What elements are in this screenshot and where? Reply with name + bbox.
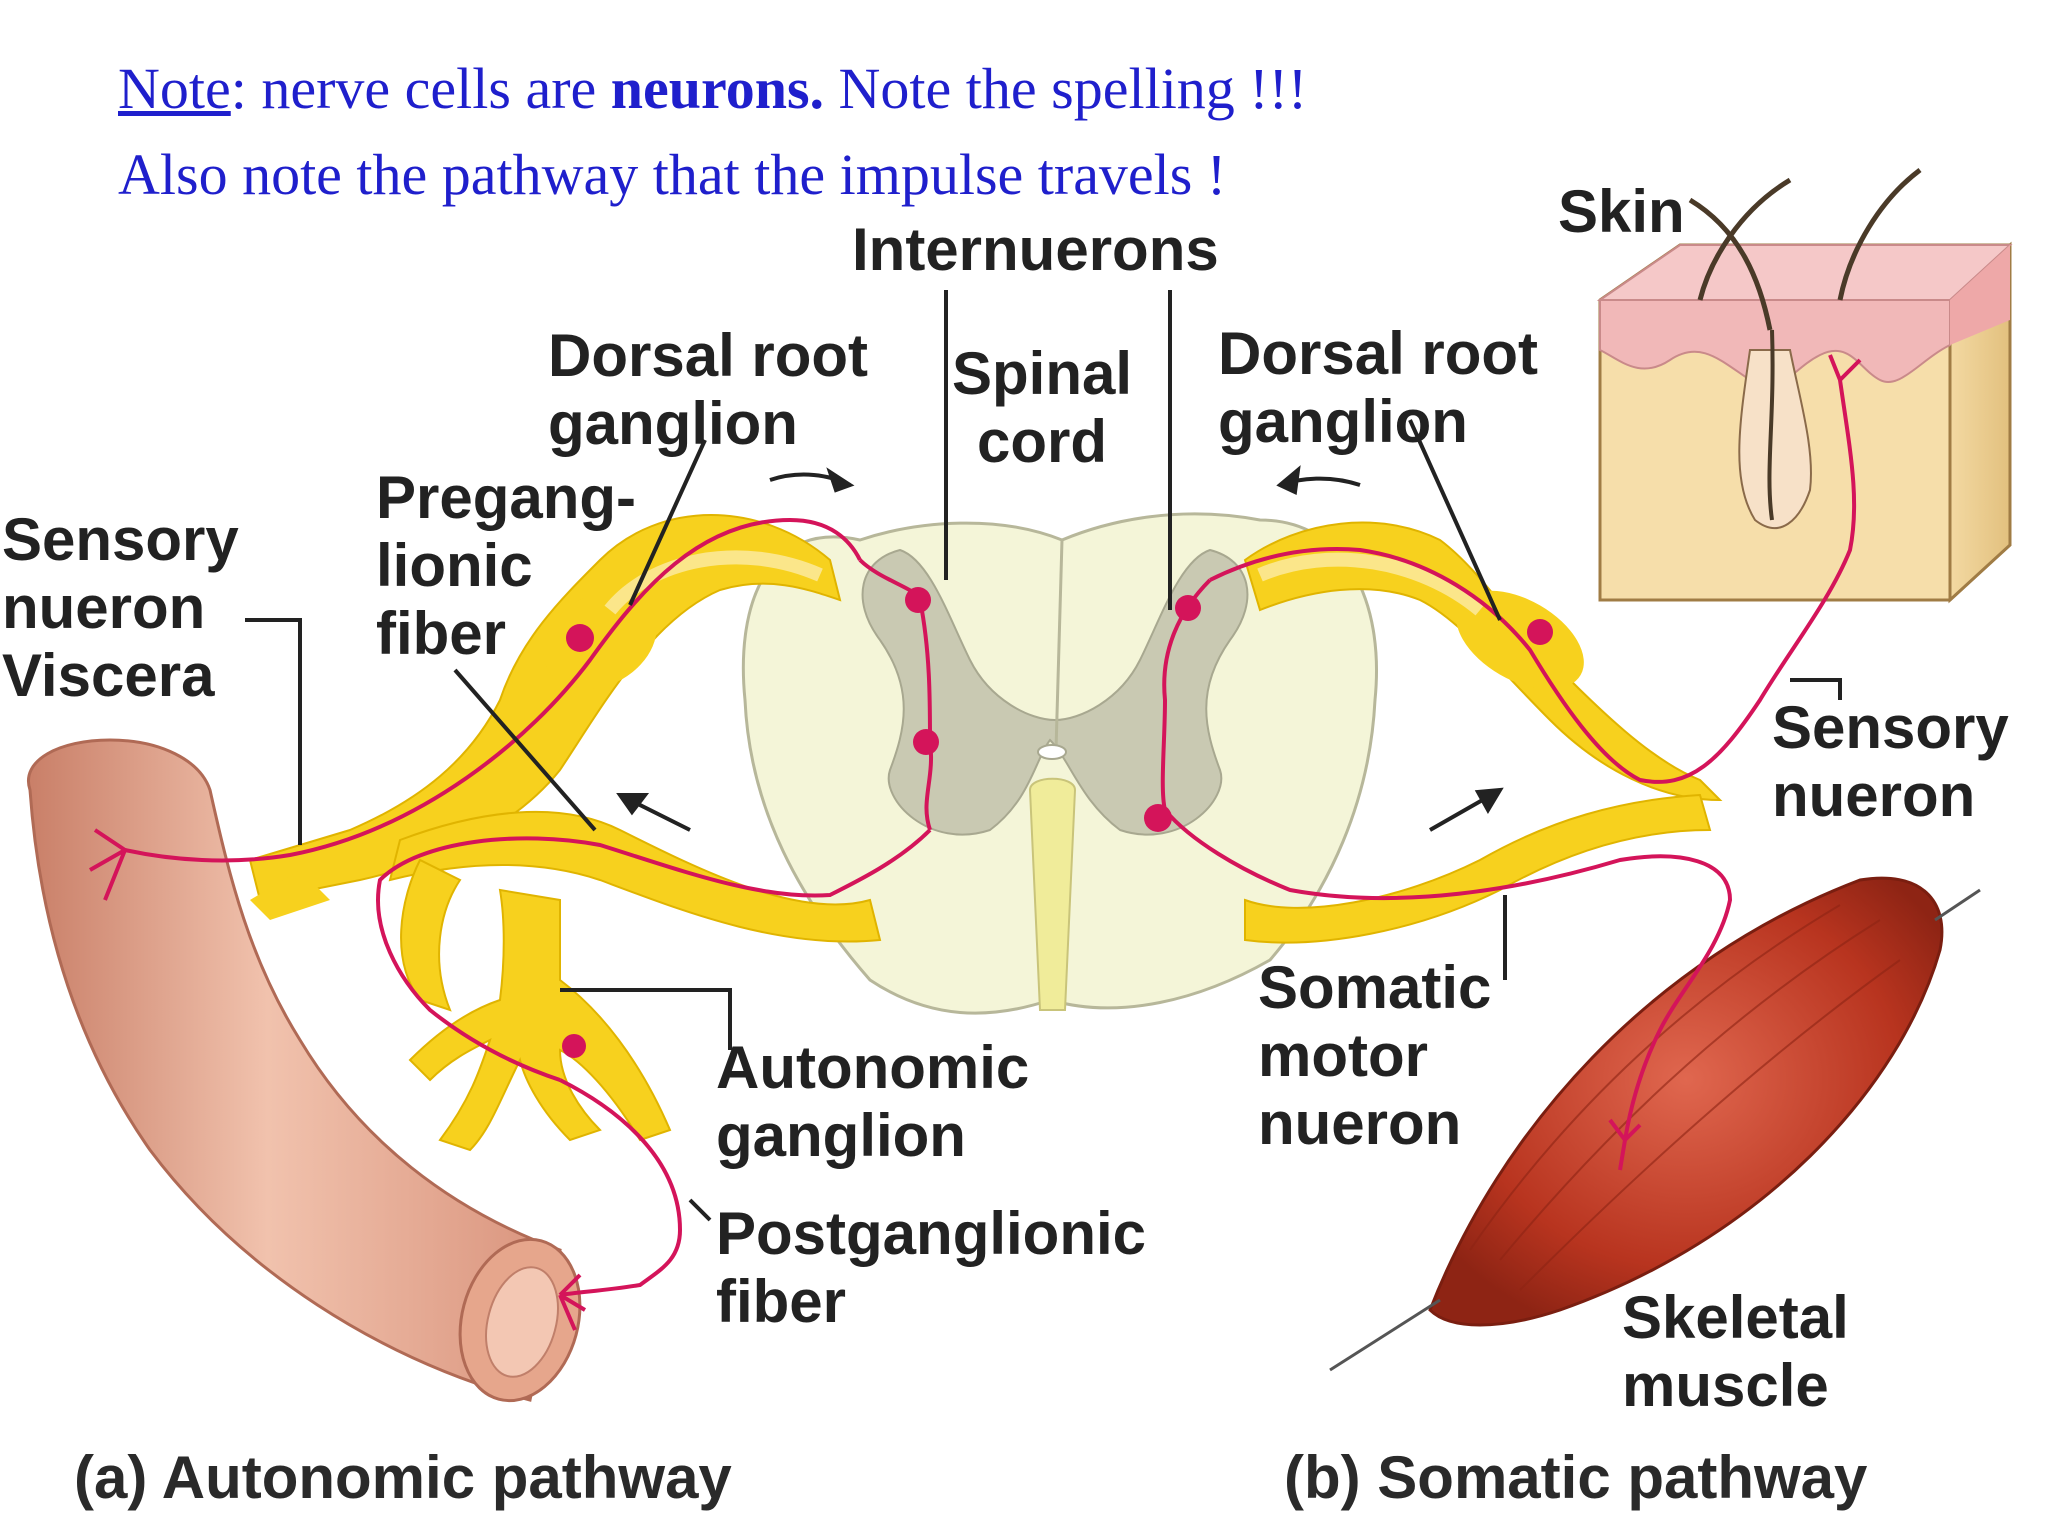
label-line: Spinal — [952, 340, 1132, 408]
label-line: Sensory — [2, 506, 239, 574]
label-dorsal-root-ganglion-left: Dorsal root ganglion — [548, 322, 868, 458]
label-skin: Skin — [1558, 178, 1685, 246]
note-line-2: Also note the pathway that the impulse t… — [118, 146, 1226, 204]
label-line: ganglion — [1218, 388, 1538, 456]
label-line: cord — [952, 408, 1132, 476]
label-viscera: Viscera — [2, 642, 239, 710]
note-bold-term: neurons. — [611, 56, 824, 121]
note-text-rest: Note the spelling !!! — [824, 56, 1307, 121]
note-underlined-label: Note — [118, 56, 231, 121]
label-skeletal-muscle: Skeletal muscle — [1622, 1284, 1849, 1420]
label-line: Somatic — [1258, 954, 1491, 1022]
label-somatic-motor-nueron: Somatic motor nueron — [1258, 954, 1491, 1158]
label-line: Pregang- — [376, 464, 636, 532]
label-spinal-cord: Spinal cord — [952, 340, 1132, 476]
label-sensory-nueron-left: Sensory nueron Viscera — [2, 506, 239, 710]
label-line: fiber — [376, 600, 636, 668]
label-line: Autonomic — [716, 1034, 1029, 1102]
label-line: motor — [1258, 1022, 1491, 1090]
label-postganglionic-fiber: Postganglionic fiber — [716, 1200, 1146, 1336]
label-line: Postganglionic — [716, 1200, 1146, 1268]
label-dorsal-root-ganglion-right: Dorsal root ganglion — [1218, 320, 1538, 456]
note-text-mid: : nerve cells are — [231, 56, 611, 121]
note-line-1: Note: nerve cells are neurons. Note the … — [118, 60, 1307, 118]
label-internuerons: Internuerons — [852, 216, 1219, 284]
label-line: muscle — [1622, 1352, 1849, 1420]
label-line: Dorsal root — [548, 322, 868, 390]
label-sensory-nueron-right: Sensory nueron — [1772, 694, 2009, 830]
label-line: nueron — [1772, 762, 2009, 830]
label-line: Skeletal — [1622, 1284, 1849, 1352]
label-line: Sensory — [1772, 694, 2009, 762]
label-line: fiber — [716, 1268, 1146, 1336]
label-line: nueron — [1258, 1090, 1491, 1158]
label-preganglionic-fiber: Pregang- lionic fiber — [376, 464, 636, 668]
caption-somatic-pathway: (b) Somatic pathway — [1284, 1444, 1867, 1512]
label-line: lionic — [376, 532, 636, 600]
label-line: nueron — [2, 574, 239, 642]
label-autonomic-ganglion: Autonomic ganglion — [716, 1034, 1029, 1170]
label-line: ganglion — [716, 1102, 1029, 1170]
label-line: ganglion — [548, 390, 868, 458]
caption-autonomic-pathway: (a) Autonomic pathway — [74, 1444, 732, 1512]
label-line: Dorsal root — [1218, 320, 1538, 388]
